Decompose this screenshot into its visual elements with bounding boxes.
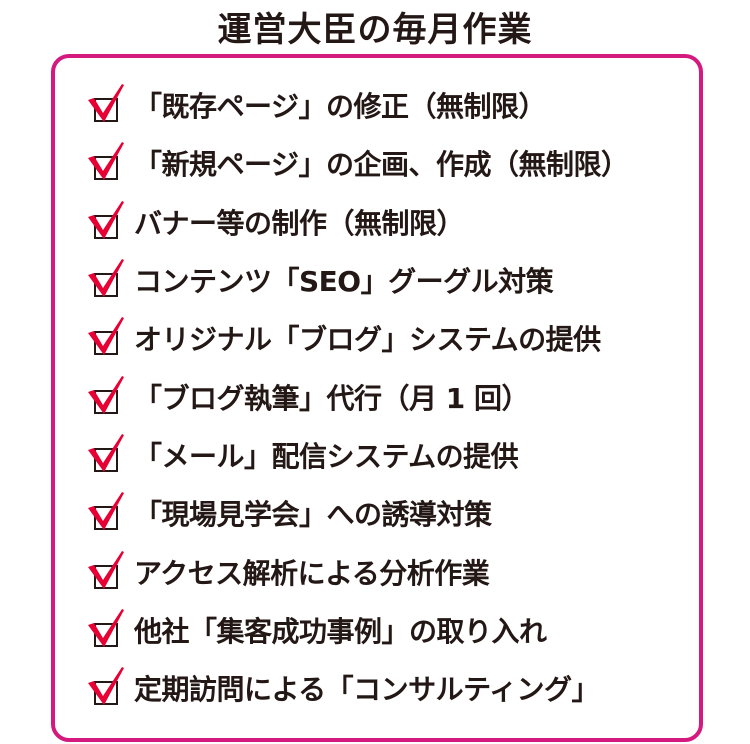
checkbox-checked-icon [86,140,130,186]
item-label: 「メール」配信システムの提供 [134,439,519,473]
checkbox-checked-icon [86,82,130,128]
checkbox-checked-icon [86,432,130,478]
list-item: 「ブログ執筆」代行（月 1 回） [86,367,628,425]
item-label: コンテンツ「SEO」グーグル対策 [134,265,554,299]
checkbox-checked-icon [86,315,130,361]
list-item: 他社「集客成功事例」の取り入れ [86,601,628,659]
item-label: アクセス解析による分析作業 [134,556,490,590]
list-item: コンテンツ「SEO」グーグル対策 [86,251,628,309]
content-frame [51,54,703,742]
item-label: 「既存ページ」の修正（無制限） [134,90,546,124]
item-label: バナー等の制作（無制限） [134,206,465,240]
item-label: オリジナル「ブログ」システムの提供 [134,323,601,357]
list-item: バナー等の制作（無制限） [86,193,628,251]
checkbox-checked-icon [86,199,130,245]
checkbox-checked-icon [86,665,130,711]
checkbox-checked-icon [86,549,130,595]
list-item: 「メール」配信システムの提供 [86,426,628,484]
list-item: 「既存ページ」の修正（無制限） [86,76,628,134]
checkbox-checked-icon [86,607,130,653]
list-item: 「新規ページ」の企画、作成（無制限） [86,134,629,192]
list-item: アクセス解析による分析作業 [86,542,628,600]
item-label: 「新規ページ」の企画、作成（無制限） [134,148,629,182]
list-item: オリジナル「ブログ」システムの提供 [86,309,628,367]
list-item: 定期訪問による「コンサルティング」 [86,659,628,717]
checkbox-checked-icon [86,257,130,303]
task-list: 「既存ページ」の修正（無制限） 「新規ページ」の企画、作成（無制限） バナー等の制作… [86,76,629,717]
checkbox-checked-icon [86,490,130,536]
item-label: 「ブログ執筆」代行（月 1 回） [134,381,529,415]
page-title: 運営大臣の毎月作業 [217,10,533,50]
item-label: 定期訪問による「コンサルティング」 [134,673,599,707]
checkbox-checked-icon [86,374,130,420]
item-label: 「現場見学会」への誘導対策 [134,498,492,532]
item-label: 他社「集客成功事例」の取り入れ [134,614,547,648]
list-item: 「現場見学会」への誘導対策 [86,484,628,542]
